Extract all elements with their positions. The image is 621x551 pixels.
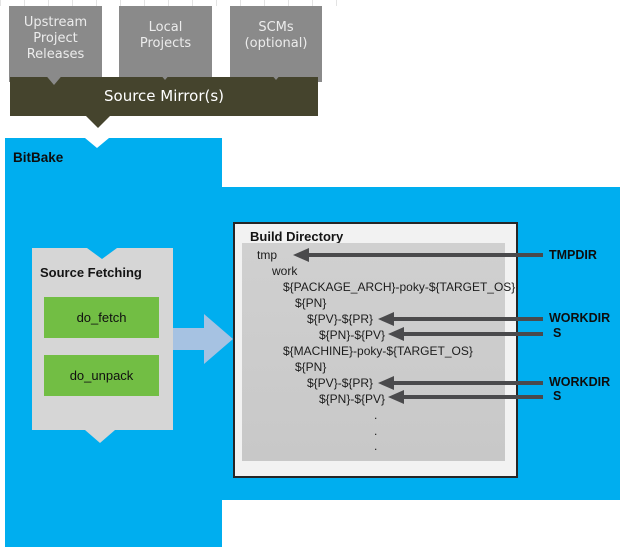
source-mirror-tail-pointer <box>86 116 110 128</box>
upstream-tail-pointer <box>43 72 65 85</box>
tree-item-pn-pv: ${PN}-${PV} <box>319 328 386 342</box>
workdir-arrow-2 <box>391 381 543 385</box>
tree-ellipsis-dot: . <box>374 408 378 422</box>
do-fetch-task: do_fetch <box>44 297 159 338</box>
workdir-label-1: WORKDIR <box>549 311 611 325</box>
scms-tail-pointer <box>265 67 287 80</box>
tree-item-package-arch: ${PACKAGE_ARCH}-poky-${TARGET_OS} <box>283 280 516 294</box>
tree-item-tmp: tmp <box>257 248 278 262</box>
tmpdir-label: TMPDIR <box>549 248 597 262</box>
source-fetching-bottom-tail <box>85 430 115 443</box>
local-projects-label-line: Projects <box>139 36 192 51</box>
workdir-arrow-1 <box>391 317 543 321</box>
upstream-releases-label-line: Upstream <box>23 15 88 30</box>
workdir-arrow-head-1 <box>378 312 394 326</box>
source-fetching-title: Source Fetching <box>40 265 142 280</box>
build-directory-inner <box>242 243 505 461</box>
tree-item-pv-pr: ${PV}-${PR} <box>307 312 374 326</box>
tmpdir-arrow-head <box>293 248 309 262</box>
build-directory-title: Build Directory <box>250 229 344 244</box>
workdir-arrow-head-2 <box>378 376 394 390</box>
s-arrow-head-2 <box>388 390 404 404</box>
s-arrow-head-1 <box>388 327 404 341</box>
source-fetching-panel: Source Fetching do_fetch do_unpack <box>32 248 173 443</box>
local-projects-label-line: Local <box>148 20 183 35</box>
tmpdir-arrow <box>306 253 543 257</box>
s-label-1: S <box>553 326 562 340</box>
do-unpack-task: do_unpack <box>44 355 159 396</box>
bitbake-label: BitBake <box>13 150 64 165</box>
scms-label-line: SCMs <box>258 20 294 35</box>
background-grid-ticks <box>0 0 344 6</box>
bitbake-region-notch <box>85 138 109 148</box>
s-label-2: S <box>553 389 562 403</box>
scms-label-line: (optional) <box>244 36 308 51</box>
flow-arrow-head <box>204 314 233 364</box>
tree-item-pn-pv: ${PN}-${PV} <box>319 392 386 406</box>
tree-ellipsis-dot: . <box>374 439 378 453</box>
s-arrow-2 <box>401 395 543 399</box>
tree-ellipsis-dot: . <box>374 424 378 438</box>
tree-item-pn: ${PN} <box>295 360 327 374</box>
upstream-releases-label-line: Project <box>33 31 78 46</box>
tree-item-machine: ${MACHINE}-poky-${TARGET_OS} <box>283 344 473 358</box>
upstream-releases-box: Upstream Project Releases <box>9 6 102 82</box>
source-fetching-top-notch <box>87 248 117 259</box>
local-tail-pointer <box>154 67 176 80</box>
tree-item-pv-pr: ${PV}-${PR} <box>307 376 374 390</box>
tree-item-work: work <box>272 264 298 278</box>
upstream-releases-label-line: Releases <box>26 47 85 62</box>
flow-arrow <box>173 328 204 350</box>
workdir-label-2: WORKDIR <box>549 375 611 389</box>
s-arrow-1 <box>401 332 543 336</box>
build-directory-panel: Build Directory <box>233 222 518 478</box>
tree-item-pn: ${PN} <box>295 296 327 310</box>
